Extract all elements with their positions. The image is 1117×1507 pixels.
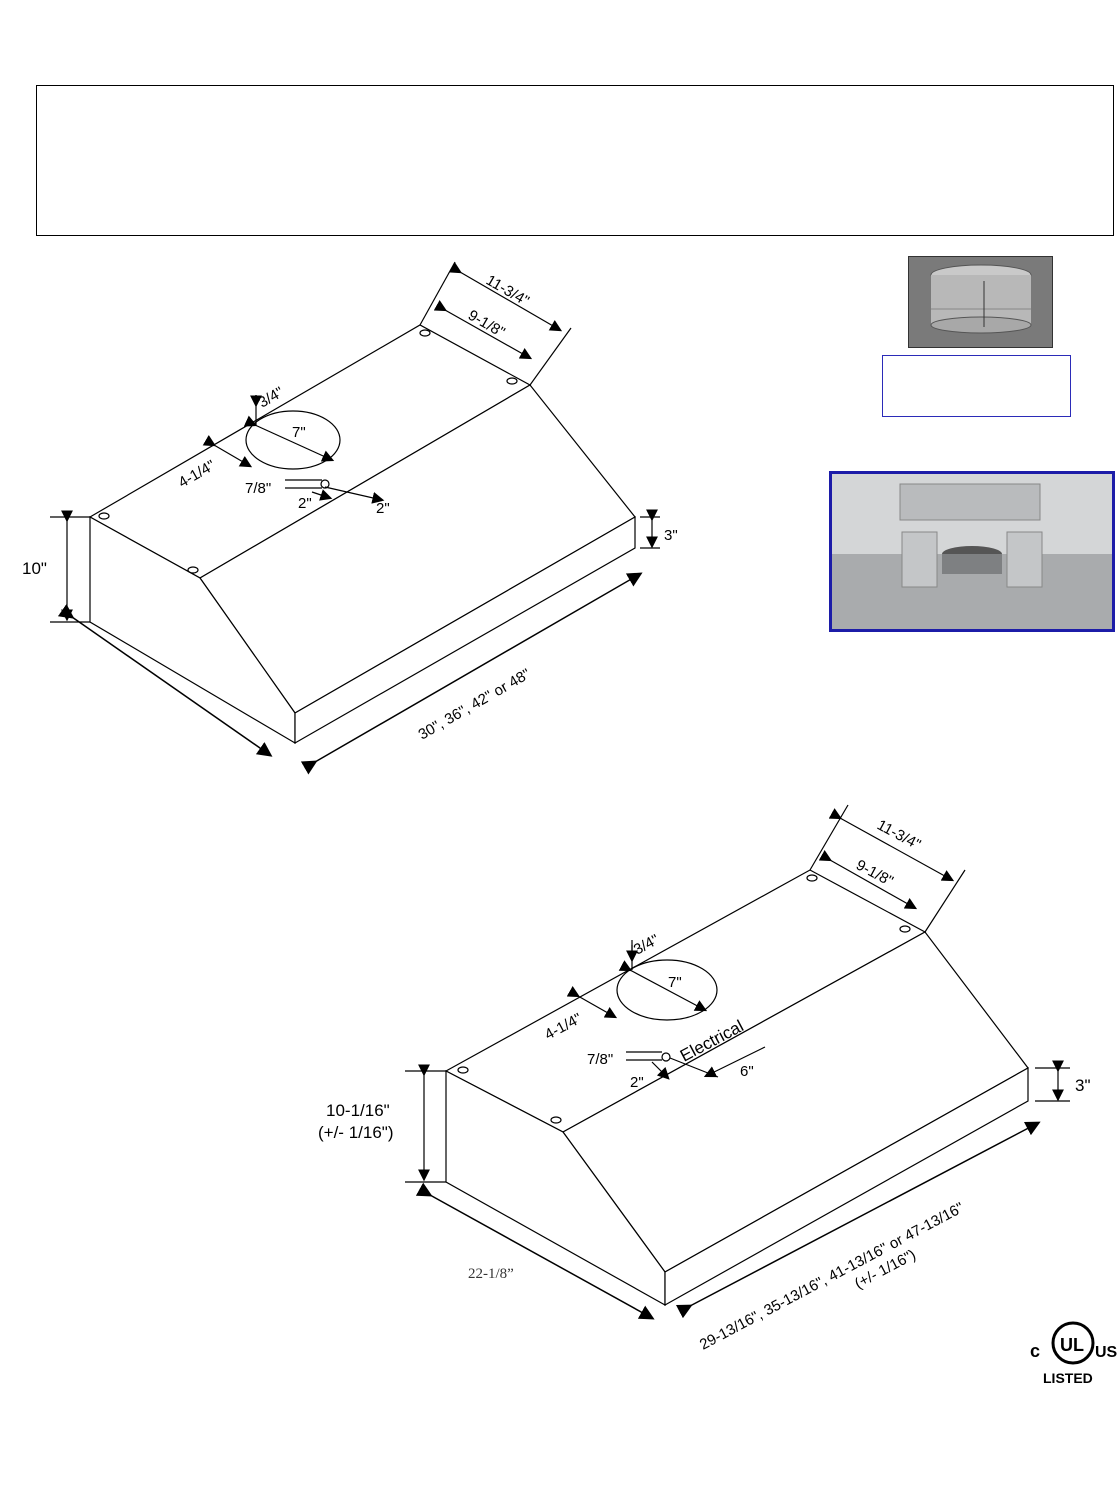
- mount-slot: [419, 329, 431, 337]
- dim-height-line2: (+/- 1/16"): [318, 1123, 393, 1142]
- dim-width-inner: 9-1/8": [465, 307, 508, 341]
- collar-opening: [616, 959, 718, 1021]
- dim-collar-offset: 3/4": [631, 931, 662, 958]
- ul-logo-ul: UL: [1060, 1335, 1084, 1355]
- ul-listed-logo: c UL US LISTED: [1030, 1321, 1117, 1386]
- hood-diagram-top: 11-3/4" 9-1/8" 3/4" 7" 4-1/4" 7/8" 2" 2"…: [22, 261, 678, 775]
- dim-depth: 22-1/8”: [468, 1266, 514, 1282]
- dim-width-outer: 11-3/4": [483, 272, 532, 310]
- hood-left-side: [445, 1070, 666, 1307]
- dim-electrical-dist: 6": [740, 1063, 754, 1080]
- hood-top-face: [444, 869, 927, 1133]
- mount-slot: [457, 1066, 469, 1074]
- dim-hole-size: 7/8": [587, 1051, 613, 1068]
- collar-caption-box: [882, 355, 1071, 417]
- mount-slot: [98, 512, 110, 520]
- collar-photo: [908, 256, 1053, 348]
- dim-width-inner: 9-1/8": [853, 857, 896, 891]
- hood-front-slope: [562, 931, 1029, 1273]
- mount-slot: [806, 874, 818, 882]
- dim-front-lip: 3": [1075, 1076, 1091, 1095]
- ul-logo-c: c: [1030, 1341, 1040, 1361]
- dim-hole-offset: 2": [630, 1074, 644, 1091]
- dim-hole-offset-b: 2": [376, 500, 390, 517]
- dim-collar-diameter: 7": [668, 974, 682, 991]
- electrical-hole: [320, 479, 330, 489]
- dim-height-line1: 10-1/16": [326, 1101, 390, 1120]
- dim-hole-offset-a: 2": [298, 495, 312, 512]
- electrical-label: Electrical: [677, 1016, 747, 1065]
- mount-slot: [187, 566, 199, 574]
- dim-hole-size: 7/8": [245, 480, 271, 497]
- dim-length: 30", 36", 42" or 48": [416, 666, 534, 744]
- ul-logo-us: US: [1095, 1344, 1117, 1361]
- dim-length-line2: (+/- 1/16"): [852, 1246, 919, 1292]
- dim-collar-from-back: 4-1/4": [542, 1010, 585, 1044]
- hood-front-lip: [664, 1066, 1029, 1307]
- ul-logo-listed: LISTED: [1043, 1370, 1093, 1386]
- dim-front-lip: 3": [664, 527, 678, 544]
- dim-length-line1: 29-13/16", 35-13/16", 41-13/16" or 47-13…: [697, 1199, 967, 1353]
- electrical-hole: [661, 1052, 671, 1062]
- dim-collar-diameter: 7": [292, 424, 306, 441]
- mount-slot: [550, 1116, 562, 1124]
- dim-height: 10": [22, 559, 47, 578]
- dim-width-outer: 11-3/4": [874, 817, 923, 854]
- header-box: [36, 85, 1114, 236]
- mount-slot: [899, 925, 911, 933]
- mount-slot: [506, 377, 518, 385]
- installation-photo: [829, 471, 1115, 632]
